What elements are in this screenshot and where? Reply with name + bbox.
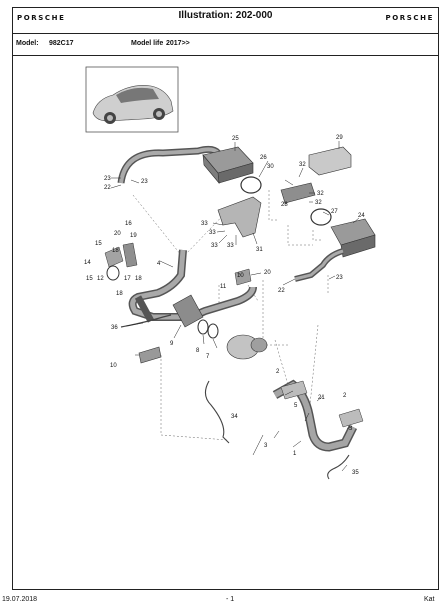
flap-actuator [280,182,316,204]
callout: 20 [114,231,121,237]
callout: 15 [86,276,93,282]
oxygen-sensor-36 [120,314,172,328]
clamp-ring-upper [240,176,262,194]
footer-right: Kat [424,596,435,603]
car-thumbnail [85,66,179,133]
callout: 20 [264,270,271,276]
callout: 2 [276,369,280,375]
callout: 10 [237,273,244,279]
callout: 10 [110,363,117,369]
footer-date: 19.07.2018 [2,596,38,603]
callout: 1 [293,451,297,457]
hanger-cluster [104,242,138,281]
catalytic-converter [172,294,204,328]
callout: 9 [170,341,174,347]
gasket-ring-7 [207,323,219,339]
callout: 8 [196,348,200,354]
page-frame: PORSCHE Illustration: 202-000 PORSCHE Mo… [12,7,439,590]
callout: 23 [104,176,111,182]
callout: 12 [97,276,104,282]
porsche-logo-left: PORSCHE [17,14,66,22]
callout: 18 [116,291,123,297]
callout: 29 [336,135,343,141]
manifold-downpipe [272,379,364,452]
callout: 32 [299,162,306,168]
callout: 3 [264,443,268,449]
model-life-value: 2017>> [166,40,190,47]
leader-lines [110,141,360,472]
model-life-label: Model life [131,40,164,47]
callout: 11 [220,284,227,290]
callout: 23 [141,179,148,185]
callout: 22 [278,288,285,294]
callout: 3 [349,426,353,432]
callout: 18 [135,276,142,282]
callout: 36 [111,325,118,331]
callout: 4 [157,261,161,267]
rear-silencer-right [330,218,376,258]
callout: 33 [227,243,234,249]
callout: 34 [231,414,238,420]
oxygen-sensor-35 [327,454,350,480]
callout: 26 [260,155,267,161]
callout: 18 [112,248,119,254]
callout: 15 [95,241,102,247]
model-label: Model: [16,40,39,47]
exhaust-system-diagram: 25 29 26 30 32 23 23 22 32 28 32 27 24 3… [84,66,376,480]
front-pipe-assembly [128,249,257,323]
callout: 21 [318,395,325,401]
gasket-ring-8 [197,319,209,335]
callout: 23 [336,275,343,281]
callout: 14 [84,260,91,266]
callout: 33 [209,230,216,236]
header: PORSCHE Illustration: 202-000 PORSCHE [13,8,438,34]
callout: 32 [315,200,322,206]
footer-page: - 1 [226,596,235,603]
model-bar: Model: 982C17 Model life 2017>> [13,33,438,56]
callout: 5 [294,403,298,409]
callout: 24 [358,213,365,219]
bracket-10 [138,346,162,364]
callout: 35 [352,470,359,476]
illustration-title: Illustration: 202-000 [178,10,273,21]
callout: 32 [317,191,324,197]
callout: 22 [104,185,111,191]
callout: 30 [267,164,274,170]
rear-silencer-left [202,146,254,184]
callout: 17 [124,276,131,282]
callout: 28 [281,202,288,208]
callout: 31 [256,247,263,253]
callout: 33 [211,243,218,249]
callout: 16 [125,221,132,227]
callout: 33 [201,221,208,227]
turbocharger [226,334,268,360]
model-value: 982C17 [49,40,74,47]
callout-numbers: 25 29 26 30 32 23 23 22 32 28 32 27 24 3… [84,135,365,476]
callout: 25 [232,136,239,142]
clamp-ring-right [310,208,332,226]
oxygen-sensor-34 [204,380,230,444]
callout: 2 [343,393,347,399]
heat-shield [308,146,352,176]
callout: 19 [130,233,137,239]
mount-bracket [217,196,262,238]
callout: 27 [331,209,338,215]
rear-pipe-left [117,145,221,184]
porsche-logo-right: PORSCHE [385,14,434,22]
callout: 7 [206,354,210,360]
